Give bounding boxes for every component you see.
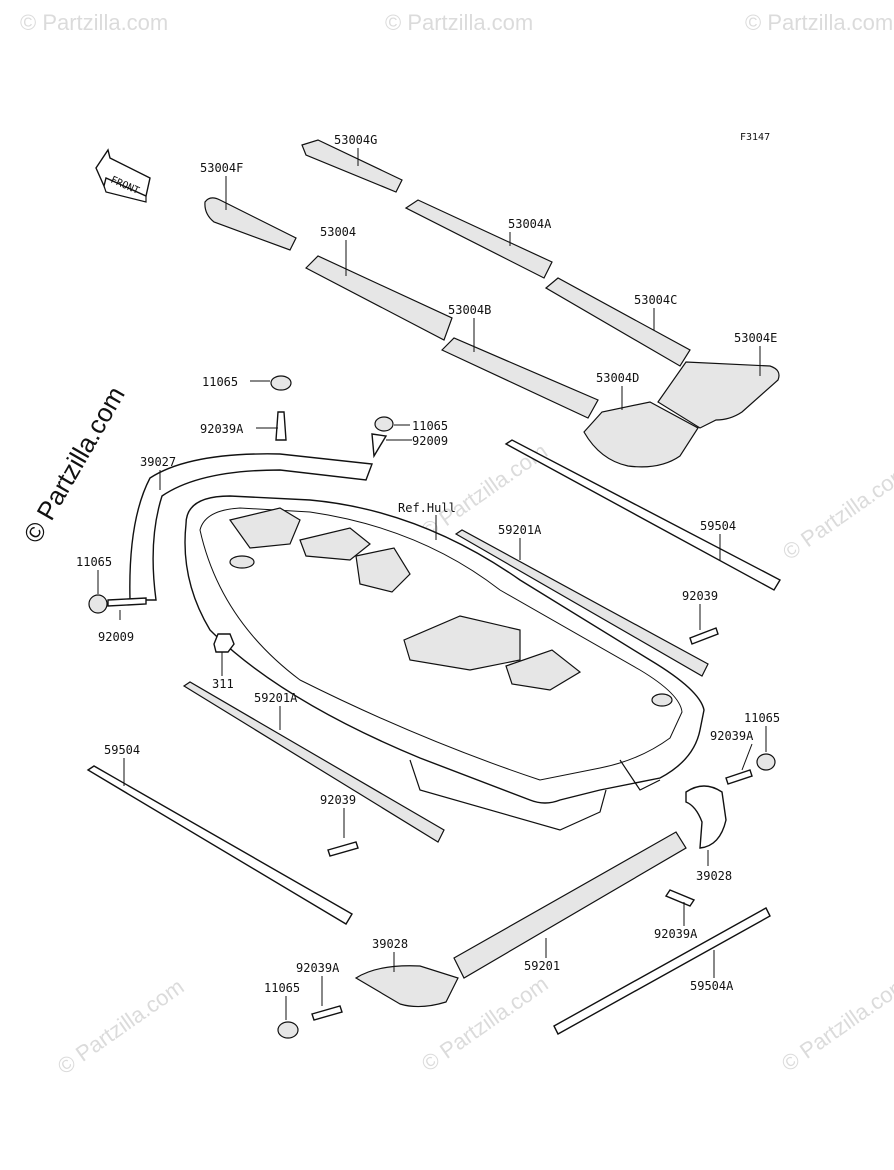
mat-53004 (304, 255, 453, 341)
cap-11065-left (88, 594, 108, 614)
pin-92039a-right (725, 769, 753, 785)
cap-11065-right (756, 753, 776, 771)
watermark-bottom-right: © Partzilla.com (777, 971, 894, 1077)
watermark-top-left: © Partzilla.com (20, 10, 168, 35)
pin-92039a-bottom (311, 1005, 343, 1021)
label-53004: 53004 (320, 225, 356, 239)
label-53004b: 53004B (448, 303, 491, 317)
label-59201a-left: 59201A (254, 691, 298, 705)
screw-92009-left (107, 597, 147, 607)
label-39028-bottom: 39028 (372, 937, 408, 951)
rail-59504-right (504, 439, 781, 591)
label-59201: 59201 (524, 959, 560, 973)
cap-11065-mid (374, 416, 394, 432)
label-92039-left: 92039 (320, 793, 356, 807)
label-92009-left: 92009 (98, 630, 134, 644)
watermark-top-right: © Partzilla.com (745, 10, 893, 35)
rails (86, 439, 781, 1035)
label-92039a-top: 92039A (200, 422, 244, 436)
front-arrow-icon: FRONT (95, 148, 151, 203)
label-11065-top: 11065 (202, 375, 238, 389)
label-11065-right: 11065 (744, 711, 780, 725)
label-92039a-lower: 92039A (654, 927, 698, 941)
label-53004e: 53004E (734, 331, 777, 345)
part-labels: 53004G 53004F 53004A 53004 53004C 53004B… (76, 133, 780, 995)
pin-92039-right (689, 627, 719, 645)
hardware (88, 375, 776, 1039)
hull (184, 495, 705, 831)
watermark-right: © Partzilla.com (778, 459, 894, 565)
pin-92039-left (327, 841, 359, 857)
mat-53004b (440, 337, 599, 419)
cap-11065-top (270, 375, 292, 391)
mat-53004e (657, 361, 780, 429)
bumpers (129, 453, 727, 1008)
bumper-39028-bottom (354, 965, 459, 1008)
deck-mats (204, 139, 780, 468)
nut-311 (213, 633, 235, 653)
screw-92009-mid (371, 433, 388, 459)
mat-53004f (204, 197, 297, 251)
cap-11065-bottom (277, 1021, 299, 1039)
mat-53004d (583, 401, 699, 468)
label-59504-right: 59504 (700, 519, 736, 533)
label-53004d: 53004D (596, 371, 639, 385)
label-11065-mid: 11065 (412, 419, 448, 433)
label-59201a-right: 59201A (498, 523, 542, 537)
watermark-bottom-left: © Partzilla.com (53, 974, 189, 1080)
rail-59201 (453, 831, 687, 979)
mat-53004a (404, 199, 553, 279)
label-53004g: 53004G (334, 133, 377, 147)
label-11065-left: 11065 (76, 555, 112, 569)
label-92039a-right: 92039A (710, 729, 754, 743)
label-11065-bottom: 11065 (264, 981, 300, 995)
figure-code: F3147 (740, 132, 770, 143)
watermark-top-center: © Partzilla.com (385, 10, 533, 35)
pin-92039a-top (275, 411, 287, 441)
leader-lines (97, 148, 767, 1020)
label-ref-hull: Ref.Hull (398, 501, 456, 515)
mat-53004g (301, 139, 403, 193)
rail-59504a (553, 907, 771, 1035)
pin-92039a-lower (664, 889, 696, 907)
bumper-39027 (129, 453, 373, 601)
mat-53004c (544, 277, 691, 367)
label-59504-left: 59504 (104, 743, 140, 757)
label-53004c: 53004C (634, 293, 677, 307)
label-92009-mid: 92009 (412, 434, 448, 448)
label-311: 311 (212, 677, 234, 691)
watermark-side: © Partzilla.com (17, 381, 131, 548)
label-53004a: 53004A (508, 217, 552, 231)
label-39028-right: 39028 (696, 869, 732, 883)
rail-59504-left (86, 765, 353, 925)
rail-59201a-left (182, 681, 445, 843)
label-39027: 39027 (140, 455, 176, 469)
label-92039a-bottom: 92039A (296, 961, 340, 975)
label-53004f: 53004F (200, 161, 243, 175)
rail-59201a-right (454, 529, 709, 677)
bumper-39028-right (685, 785, 727, 849)
label-92039-right: 92039 (682, 589, 718, 603)
label-59504a: 59504A (690, 979, 734, 993)
